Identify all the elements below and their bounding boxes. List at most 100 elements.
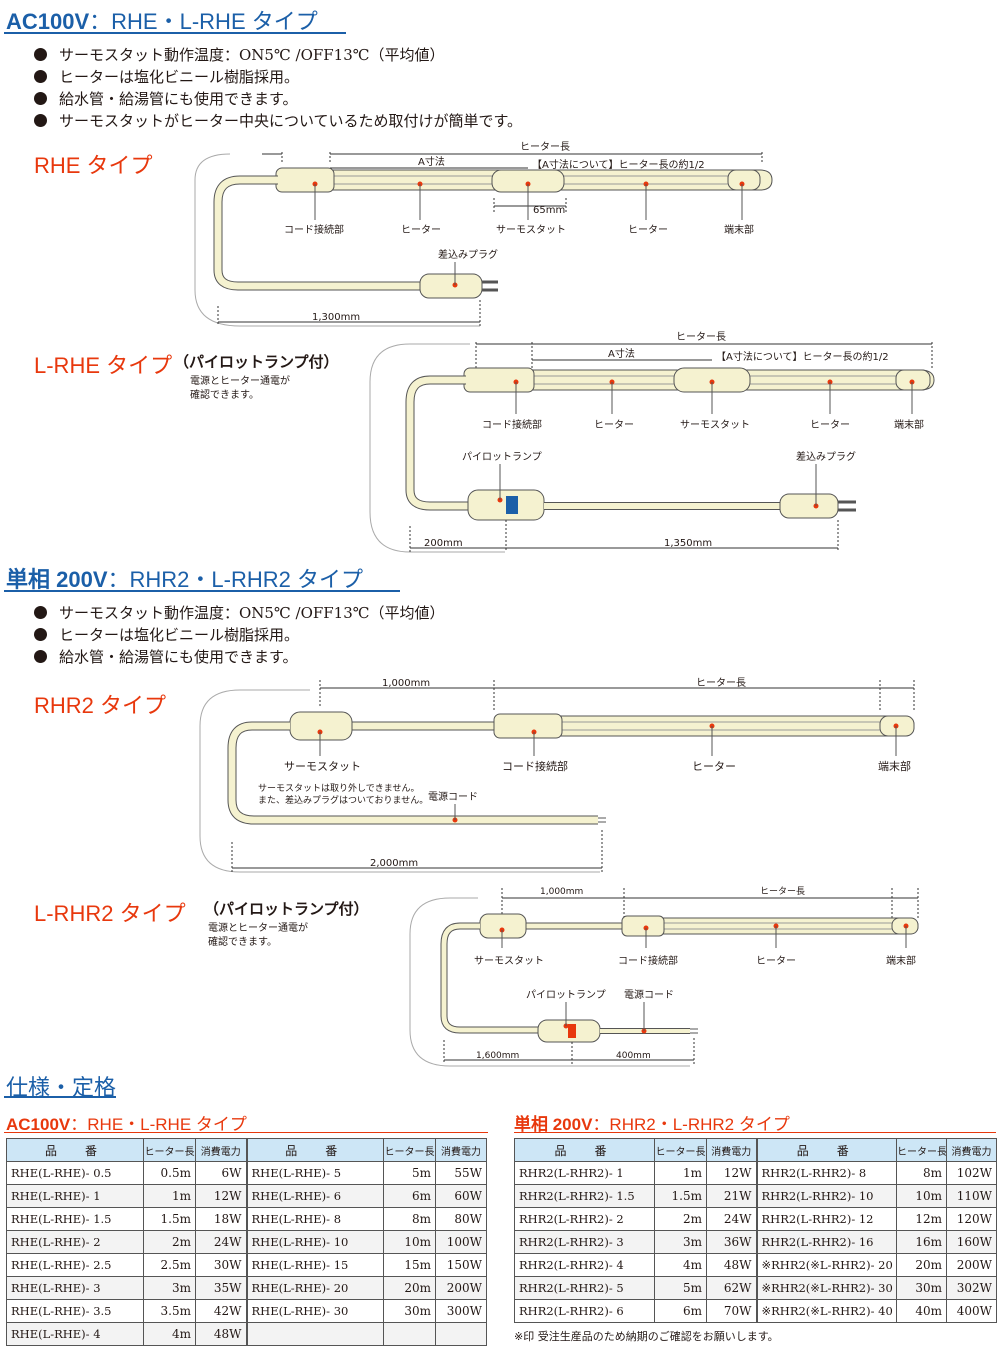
cell-part-number: RHE(L-RHE)- 20	[245, 1276, 384, 1300]
cell-heater-length: 15m	[383, 1253, 436, 1277]
plug-label: 差込みプラグ	[796, 450, 856, 463]
cell-part-number	[245, 1322, 384, 1346]
cell-part-number: RHR2(L-RHR2)- 12	[755, 1207, 897, 1231]
cell-power	[435, 1322, 487, 1346]
cell-part-number: RHR2(L-RHR2)- 8	[755, 1161, 897, 1185]
cell-heater-length: 1.5m	[143, 1207, 196, 1231]
cell-power: 35W	[195, 1276, 247, 1300]
cell-power: 24W	[706, 1207, 757, 1231]
cell-heater-length: 2m	[143, 1230, 196, 1254]
col-header-name: 品 番	[514, 1138, 655, 1162]
cell-heater-length: 2.5m	[143, 1253, 196, 1277]
len-bottom-label: 2,000mm	[370, 858, 418, 869]
sub-underline	[514, 1132, 996, 1133]
col-header-power: 消費電力	[435, 1138, 487, 1162]
cell-part-number: RHE(L-RHE)- 1.5	[6, 1207, 144, 1231]
sub-underline	[4, 1132, 488, 1133]
cell-part-number: ※RHR2(※L-RHR2)- 20	[755, 1253, 897, 1277]
a-dim-note: 【A寸法について】ヒーター長の約1/2	[532, 158, 705, 171]
col-header-length: ヒーター長	[654, 1138, 707, 1162]
cell-power: 160W	[946, 1230, 997, 1254]
cell-part-number: RHR2(L-RHR2)- 6	[514, 1299, 655, 1323]
spec-table-single200: 品 番 ヒーター長 消費電力 品 番 ヒーター長 消費電力 RHR2(L-RHR…	[514, 1138, 997, 1323]
cord-joint-label: コード接続部	[618, 954, 678, 967]
len-top-label: 1,000mm	[382, 678, 430, 689]
spec-single200-title: 単相 200V：RHR2・L-RHR2 タイプ	[514, 1115, 790, 1134]
col-header-name: 品 番	[245, 1138, 384, 1162]
cell-heater-length: 5m	[383, 1161, 436, 1185]
cell-heater-length: 1m	[143, 1184, 196, 1208]
cell-part-number: RHE(L-RHE)- 8	[245, 1207, 384, 1231]
plug-label: 差込みプラグ	[438, 248, 498, 261]
lrhe-type-subtitle: （パイロットランプ付）	[174, 353, 339, 371]
len-top-label: 1,000mm	[540, 887, 583, 897]
lrhr2-type-subtitle: （パイロットランプ付）	[204, 900, 369, 918]
cell-heater-length: 8m	[383, 1207, 436, 1231]
rhe-diagram: ヒーター長 A寸法 【A寸法について】ヒーター長の約1/2 65mm コード接続…	[194, 141, 773, 327]
table-header-row: 品 番 ヒーター長 消費電力 品 番 ヒーター長 消費電力	[6, 1138, 487, 1162]
plug-icon	[779, 493, 839, 519]
col-header-length: ヒーター長	[896, 1138, 947, 1162]
cell-heater-length: 30m	[383, 1299, 436, 1323]
cell-power: 55W	[435, 1161, 487, 1185]
single200-bullet-list: サーモスタット動作温度：ON5℃ /OFF13℃（平均値） ヒーターは塩化ビニー…	[34, 602, 445, 668]
panel-outline	[194, 153, 480, 327]
cell-power: 400W	[946, 1299, 997, 1323]
cell-power: 150W	[435, 1253, 487, 1277]
cell-heater-length: 1m	[654, 1161, 707, 1185]
thermostat-label: サーモスタット	[284, 760, 361, 773]
footnote: ※印 受注生産品のため納期のご確認をお願いします。	[514, 1330, 779, 1343]
bullet-item: サーモスタットがヒーター中央についているため取付けが簡単です。	[34, 110, 522, 132]
cell-power: 100W	[435, 1230, 487, 1254]
rhe-type-title: RHE タイプ	[34, 153, 153, 178]
cell-power: 36W	[706, 1230, 757, 1254]
heater-label: ヒーター	[594, 419, 634, 431]
cell-part-number: ※RHR2(※L-RHR2)- 40	[755, 1299, 897, 1323]
cord-joint-part	[275, 167, 335, 193]
col-header-name: 品 番	[755, 1138, 897, 1162]
spec-ac100-title: AC100V：RHE・L-RHE タイプ	[6, 1115, 247, 1134]
col-header-power: 消費電力	[706, 1138, 757, 1162]
cell-part-number: RHE(L-RHE)- 30	[245, 1299, 384, 1323]
cell-part-number: RHE(L-RHE)- 15	[245, 1253, 384, 1277]
lrhr2-diagram: 1,000mm ヒーター長 サーモスタット コード接続部 ヒーター 端末部 パイ…	[409, 886, 919, 1067]
pilot-lamp-label: パイロットランプ	[526, 989, 606, 1001]
cell-heater-length: 5m	[654, 1276, 707, 1300]
thermostat-label: サーモスタット	[680, 419, 750, 431]
heater-label: ヒーター	[401, 224, 441, 236]
cell-part-number: RHR2(L-RHR2)- 10	[755, 1184, 897, 1208]
cord-length-label: 1,300mm	[312, 312, 360, 323]
bullet-dot-icon	[34, 48, 47, 61]
length-a-label: 200mm	[424, 538, 463, 549]
cell-part-number: RHR2(L-RHR2)- 2	[514, 1207, 655, 1231]
cell-power: 48W	[706, 1253, 757, 1277]
cell-part-number: RHR2(L-RHR2)- 3	[514, 1230, 655, 1254]
cell-heater-length: 10m	[383, 1230, 436, 1254]
cell-heater-length: 3.5m	[143, 1299, 196, 1323]
cell-heater-length: 20m	[383, 1276, 436, 1300]
cell-part-number: RHR2(L-RHR2)- 5	[514, 1276, 655, 1300]
cell-power: 120W	[946, 1207, 997, 1231]
lrhe-type-title: L-RHE タイプ	[34, 353, 173, 378]
col-header-name: 品 番	[6, 1138, 144, 1162]
cell-power: 200W	[435, 1276, 487, 1300]
end-part	[727, 169, 761, 191]
col-header-power: 消費電力	[195, 1138, 247, 1162]
spec-underline	[4, 1096, 116, 1098]
cell-heater-length: 16m	[896, 1230, 947, 1254]
cell-heater-length: 1.5m	[654, 1184, 707, 1208]
bullet-item: ヒーターは塩化ビニール樹脂採用。	[34, 66, 522, 88]
cell-power: 18W	[195, 1207, 247, 1231]
cell-part-number: RHE(L-RHE)- 2.5	[6, 1253, 144, 1277]
cell-power: 60W	[435, 1184, 487, 1208]
cell-heater-length: 3m	[143, 1276, 196, 1300]
